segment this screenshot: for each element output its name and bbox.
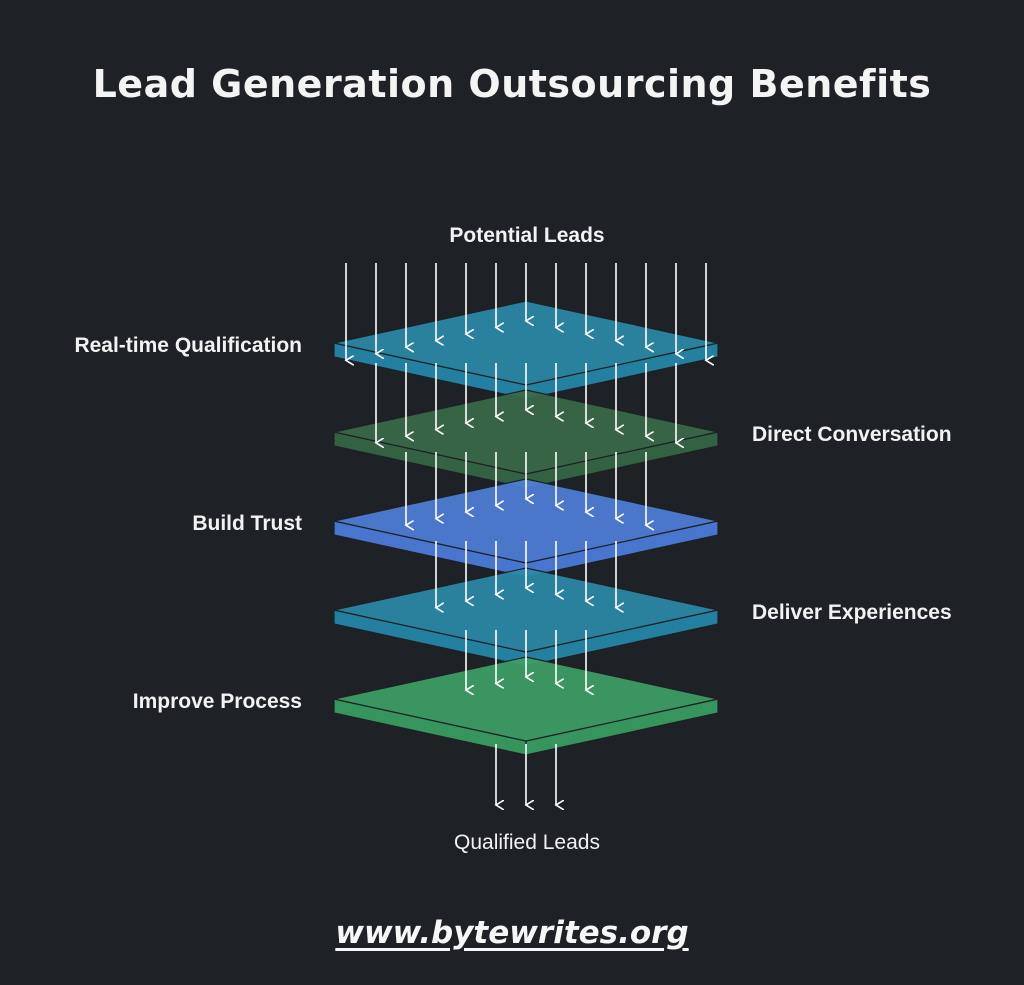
layer-label-1: Direct Conversation <box>752 423 952 446</box>
layer-plate <box>333 656 719 756</box>
layer-label-2: Build Trust <box>192 512 302 535</box>
footer-website-link[interactable]: www.bytewrites.org <box>335 915 689 951</box>
layer-label-3: Deliver Experiences <box>752 601 952 624</box>
output-label: Qualified Leads <box>454 831 600 854</box>
arrows-group <box>346 263 706 805</box>
input-label: Potential Leads <box>449 224 605 247</box>
layer-plate <box>333 478 719 578</box>
layer-plate <box>333 300 719 400</box>
plate-top <box>333 656 719 742</box>
page-title: Lead Generation Outsourcing Benefits <box>92 62 932 106</box>
layer-label-0: Real-time Qualification <box>74 334 302 357</box>
layer-label-4: Improve Process <box>132 690 302 713</box>
